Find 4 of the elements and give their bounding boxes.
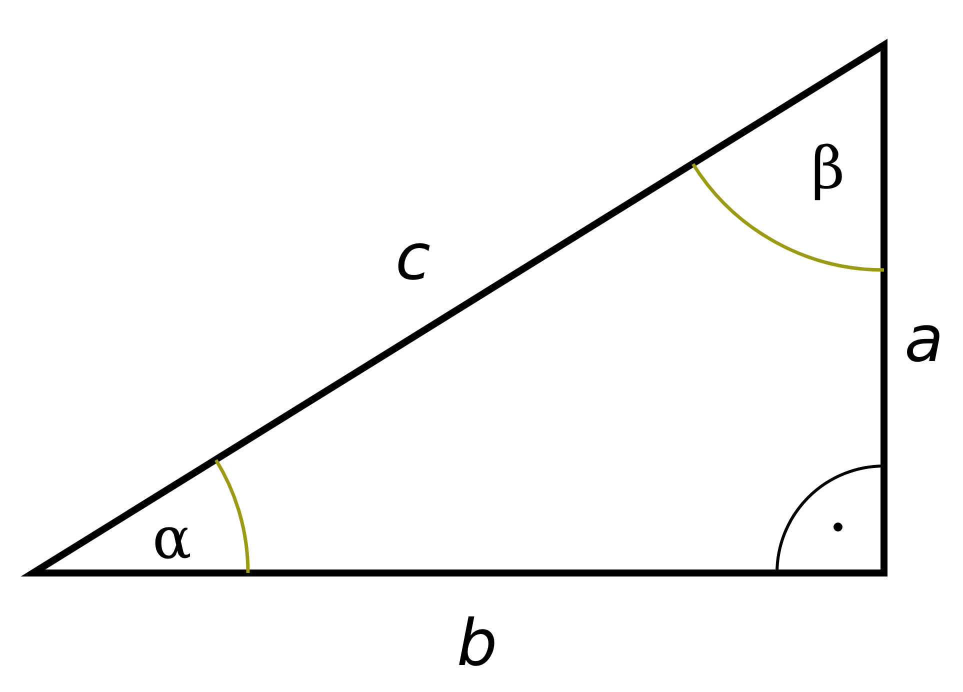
- angle-label: α: [152, 509, 192, 567]
- side-label: a: [904, 308, 944, 372]
- side-label: b: [456, 612, 498, 676]
- side-label: c: [395, 226, 431, 290]
